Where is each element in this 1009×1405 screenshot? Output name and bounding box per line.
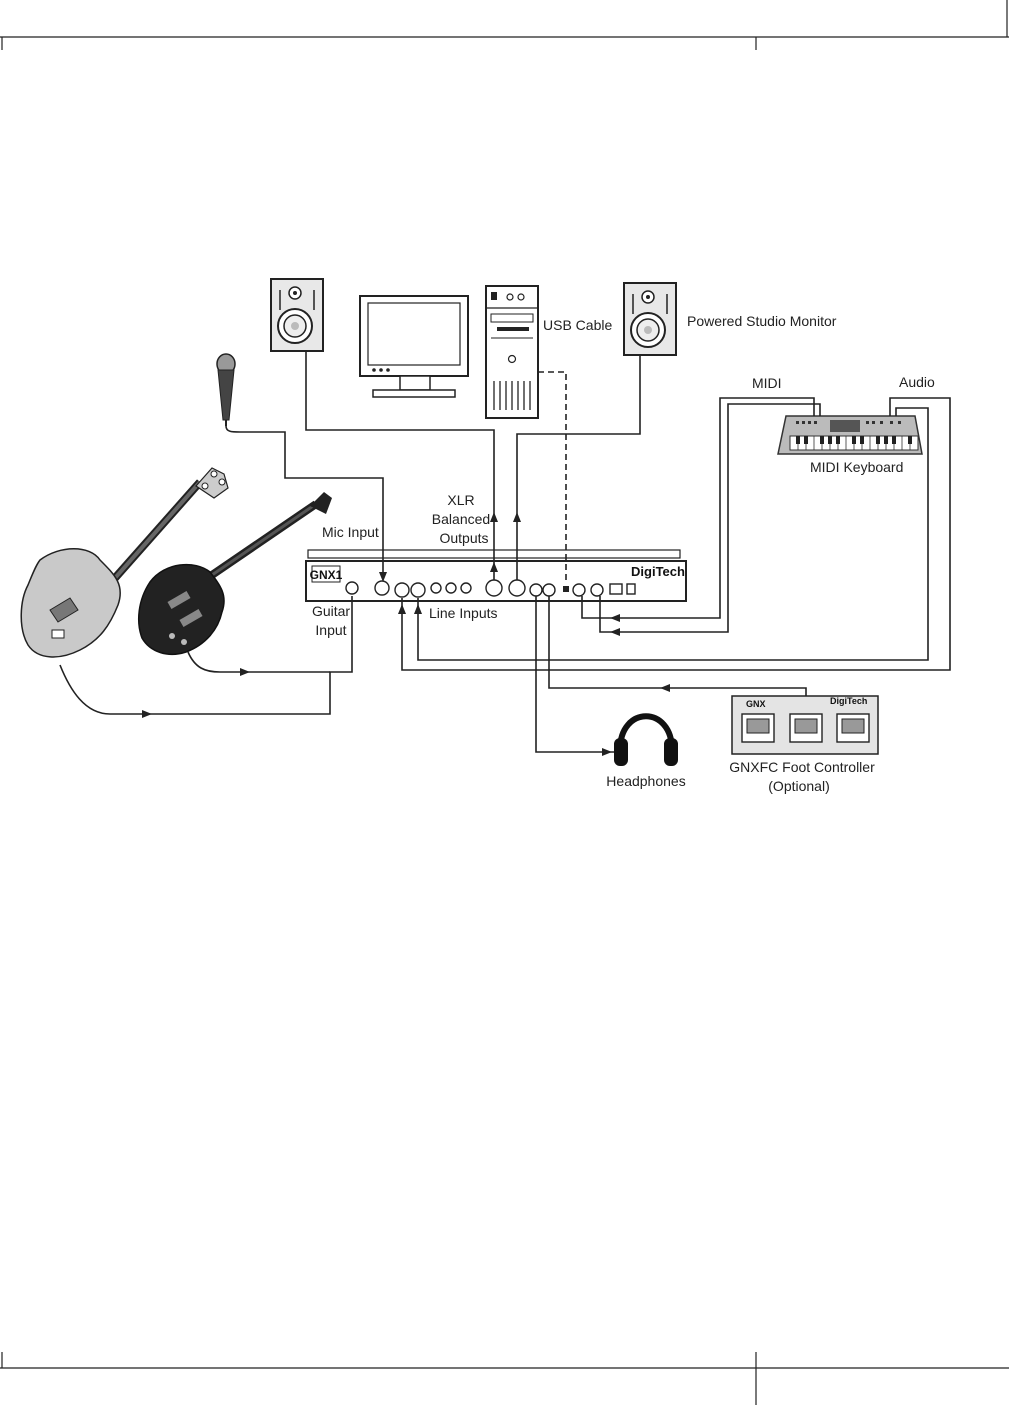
gnx1-brand-label: DigiTech xyxy=(631,564,685,579)
electric-guitar xyxy=(137,492,332,656)
label-midi: MIDI xyxy=(752,375,782,391)
headphones xyxy=(614,713,678,766)
label-audio: Audio xyxy=(899,374,935,390)
gnx1-model-label: GNX1 xyxy=(310,568,343,582)
guitar-cable xyxy=(187,651,330,673)
gnxfc-foot-controller: GNX DigiTech xyxy=(731,695,879,755)
midi-keyboard xyxy=(777,415,923,455)
headphones-cable xyxy=(535,596,614,753)
label-gnxfc: GNXFC Foot Controller xyxy=(729,759,875,775)
label-input: Input xyxy=(315,622,346,638)
audio-cable xyxy=(401,397,951,671)
computer-monitor xyxy=(359,295,469,398)
page-frame-top xyxy=(0,0,1009,50)
arrowheads xyxy=(142,512,670,756)
bass-guitar xyxy=(20,467,229,658)
label-powered-monitor: Powered Studio Monitor xyxy=(687,313,837,329)
label-usb-cable: USB Cable xyxy=(543,317,612,333)
midi-cable xyxy=(581,397,815,619)
footcontroller-cable xyxy=(548,596,807,696)
label-xlr: XLR xyxy=(447,492,474,508)
microphone xyxy=(216,353,236,426)
gnxfc-brand-label: DigiTech xyxy=(830,696,867,706)
label-midi-keyboard: MIDI Keyboard xyxy=(810,459,903,475)
cables xyxy=(59,351,951,753)
label-line-inputs: Line Inputs xyxy=(429,605,498,621)
label-guitar: Guitar xyxy=(312,603,350,619)
gnx1-unit: GNX1 DigiTech xyxy=(305,549,687,602)
gnxfc-model-label: GNX xyxy=(746,699,766,709)
label-balanced: Balanced xyxy=(432,511,490,527)
page-frame-bottom xyxy=(0,1352,1009,1405)
label-outputs: Outputs xyxy=(439,530,488,546)
label-optional: (Optional) xyxy=(768,778,829,794)
studio-monitor-right xyxy=(623,282,677,356)
label-mic-input: Mic Input xyxy=(322,524,379,540)
bass-cable xyxy=(59,596,353,715)
label-headphones: Headphones xyxy=(606,773,685,789)
mic-cable xyxy=(225,425,384,574)
left-monitor-cable xyxy=(305,351,495,580)
studio-monitor-left xyxy=(270,278,324,352)
computer-tower xyxy=(485,285,539,419)
right-monitor-cable xyxy=(516,355,641,580)
